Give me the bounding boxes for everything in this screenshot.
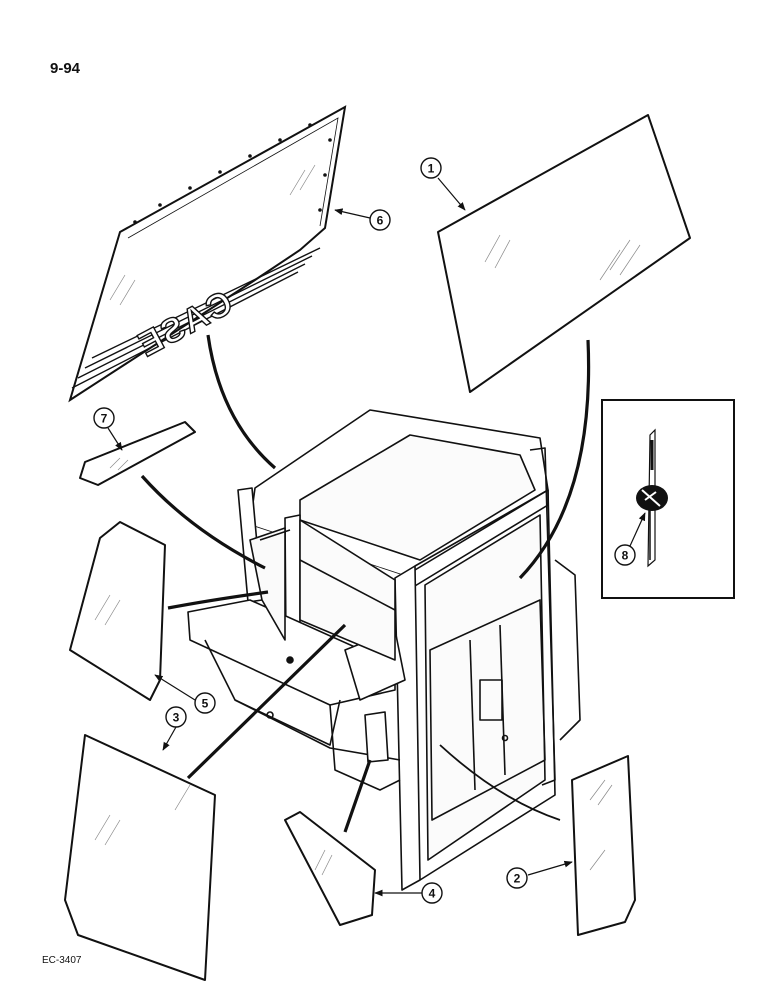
left-door-glass-panel xyxy=(64,734,216,981)
leader-8 xyxy=(629,512,646,547)
leader-1 xyxy=(437,177,466,211)
figure-code: EC-3407 xyxy=(42,955,82,966)
right-side-glass-panel xyxy=(571,755,636,936)
leader-3 xyxy=(162,726,177,751)
seal-detail-inset xyxy=(601,399,735,599)
cab-frame xyxy=(187,409,581,891)
lower-door-glass-panel xyxy=(284,811,376,926)
leader-5 xyxy=(154,674,196,701)
callout-2: 2 xyxy=(506,867,528,889)
door-frame xyxy=(394,565,421,891)
rear-glass-panel xyxy=(437,114,691,393)
leader-6 xyxy=(334,208,371,219)
cab-floor xyxy=(187,599,396,706)
callout-6: 6 xyxy=(369,209,391,231)
installation-lines xyxy=(140,334,591,833)
leader-7 xyxy=(107,427,123,451)
svg-text:4: 4 xyxy=(429,887,436,901)
svg-text:7: 7 xyxy=(101,412,108,426)
svg-text:3: 3 xyxy=(173,711,180,725)
upper-front-glass-panel xyxy=(79,421,196,486)
callout-1: 1 xyxy=(420,157,442,179)
leader-2 xyxy=(527,860,573,876)
svg-text:5: 5 xyxy=(202,697,209,711)
svg-text:1: 1 xyxy=(428,162,435,176)
callout-5: 5 xyxy=(194,692,216,714)
svg-text:8: 8 xyxy=(622,549,629,563)
callout-4: 4 xyxy=(421,882,443,904)
svg-text:2: 2 xyxy=(514,872,521,886)
callout-7: 7 xyxy=(93,407,115,429)
callout-leaders xyxy=(107,177,646,897)
left-side-glass-panel xyxy=(69,521,166,701)
callout-3: 3 xyxy=(165,706,187,728)
callout-8: 8 xyxy=(614,544,636,566)
roof-glass-panel: CASE xyxy=(68,105,347,403)
svg-text:6: 6 xyxy=(377,214,384,228)
page-number: 9-94 xyxy=(50,60,81,77)
